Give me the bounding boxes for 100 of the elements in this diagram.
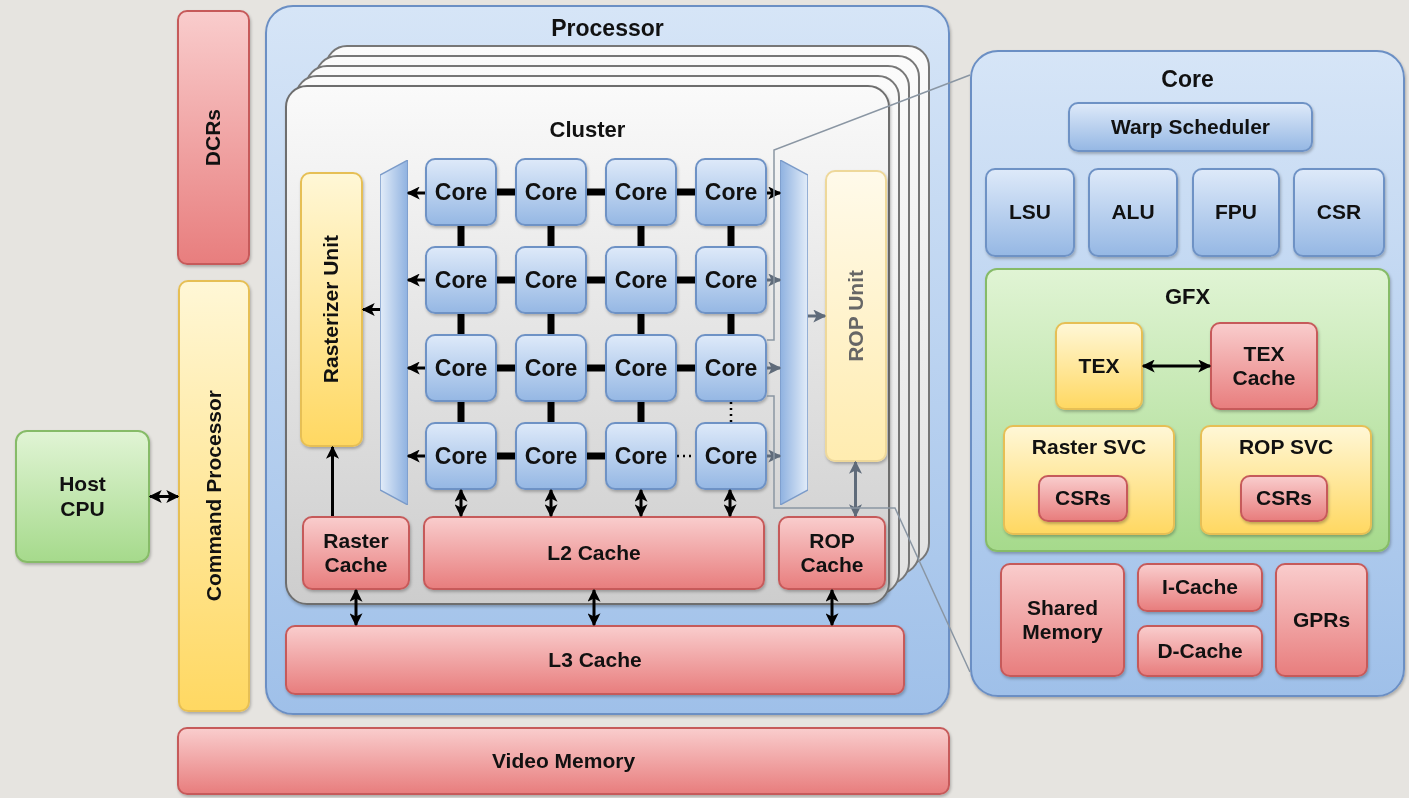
block-label: CSR [1316, 200, 1362, 225]
block-label: ALU [1111, 200, 1155, 225]
block-label: Core [614, 266, 668, 294]
processor-block [178, 280, 250, 712]
block-label: FPU [1215, 200, 1257, 225]
register-block [1275, 563, 1368, 677]
link-line [637, 226, 645, 246]
service-block [1200, 425, 1372, 535]
panel-title: Cluster [548, 117, 627, 143]
cache-block [1210, 322, 1318, 410]
unit-block [1055, 322, 1143, 410]
core-block [515, 158, 587, 226]
link-line [497, 364, 515, 372]
link-line [677, 364, 695, 372]
link-line [729, 402, 733, 422]
arrow [723, 488, 737, 518]
block-label: Core [524, 354, 578, 382]
link-line [587, 188, 605, 196]
cache-block [778, 516, 886, 590]
block-label: Core [434, 354, 488, 382]
arrow [406, 186, 425, 200]
link-line [587, 364, 605, 372]
block-label: Core [614, 354, 668, 382]
block-label: Video Memory [491, 748, 636, 774]
cache-block [1137, 563, 1263, 612]
block-label: Core [524, 178, 578, 206]
cache-block [1137, 625, 1263, 677]
core-block [605, 334, 677, 402]
zoom-line [766, 74, 971, 341]
core-block [605, 422, 677, 490]
arrow [587, 588, 601, 627]
core-block [425, 246, 497, 314]
block-label: Core [524, 442, 578, 470]
host-block [15, 430, 150, 563]
arrow [767, 361, 782, 375]
link-line [497, 276, 515, 284]
block-label: ROP Unit [843, 270, 868, 362]
link-line [497, 452, 515, 460]
link-line [677, 188, 695, 196]
panel-title: Raster SVC [1030, 435, 1148, 460]
block-label: TEX [1078, 353, 1120, 379]
link-line [457, 402, 465, 422]
arrow [1141, 359, 1212, 373]
register-block [177, 10, 250, 265]
panel-title: GFX [1163, 284, 1212, 310]
core-block [425, 334, 497, 402]
arrow [406, 449, 425, 463]
processor-panel [265, 5, 950, 715]
link-line [727, 314, 735, 334]
link-line [547, 402, 555, 422]
arrow [406, 361, 425, 375]
block-label: LSU [1009, 200, 1051, 225]
block-label: Rasterizer Unit [319, 235, 344, 384]
unit-block [1293, 168, 1385, 257]
block-label: CSRs [1256, 486, 1312, 511]
arrow [767, 449, 782, 463]
block-label: Core [704, 266, 758, 294]
block-label: Core [704, 442, 758, 470]
block-label: I-Cache [1162, 575, 1238, 600]
unit-block [825, 170, 887, 462]
block-label: Core [434, 442, 488, 470]
core-block [695, 246, 767, 314]
block-label: D-Cache [1157, 638, 1243, 664]
scheduler-block [1068, 102, 1313, 152]
cluster-panel [285, 85, 890, 605]
arrow [808, 309, 827, 323]
panel-title: Core [1160, 66, 1215, 93]
core-block [515, 422, 587, 490]
arrow [767, 186, 782, 200]
link-line [547, 226, 555, 246]
core-block [605, 246, 677, 314]
arrow [544, 488, 558, 518]
zoom-line [766, 395, 971, 673]
link-line [727, 226, 735, 246]
arrow [767, 273, 782, 287]
block-label: Core [614, 442, 668, 470]
cache-block [423, 516, 765, 590]
block-label: Core [434, 178, 488, 206]
link-line [497, 188, 515, 196]
block-label: Core [614, 178, 668, 206]
block-label: Core [704, 354, 758, 382]
block-label: CSRs [1055, 486, 1111, 511]
cache-block [285, 625, 905, 695]
arrow [349, 588, 363, 627]
link-line [457, 314, 465, 334]
arrow [326, 445, 339, 516]
arrow [361, 303, 380, 316]
link-line [637, 314, 645, 334]
arrow [634, 488, 648, 518]
unit-block [300, 172, 363, 447]
block-label: Core [524, 266, 578, 294]
block-label: L3 Cache [548, 647, 642, 673]
block-label: ROP Cache [800, 528, 864, 578]
block-label: Shared Memory [1022, 595, 1103, 645]
panel-title: Processor [550, 15, 665, 42]
core-block [695, 422, 767, 490]
core-block [605, 158, 677, 226]
block-label: TEX Cache [1232, 341, 1296, 391]
cache-block [302, 516, 410, 590]
link-line [587, 276, 605, 284]
